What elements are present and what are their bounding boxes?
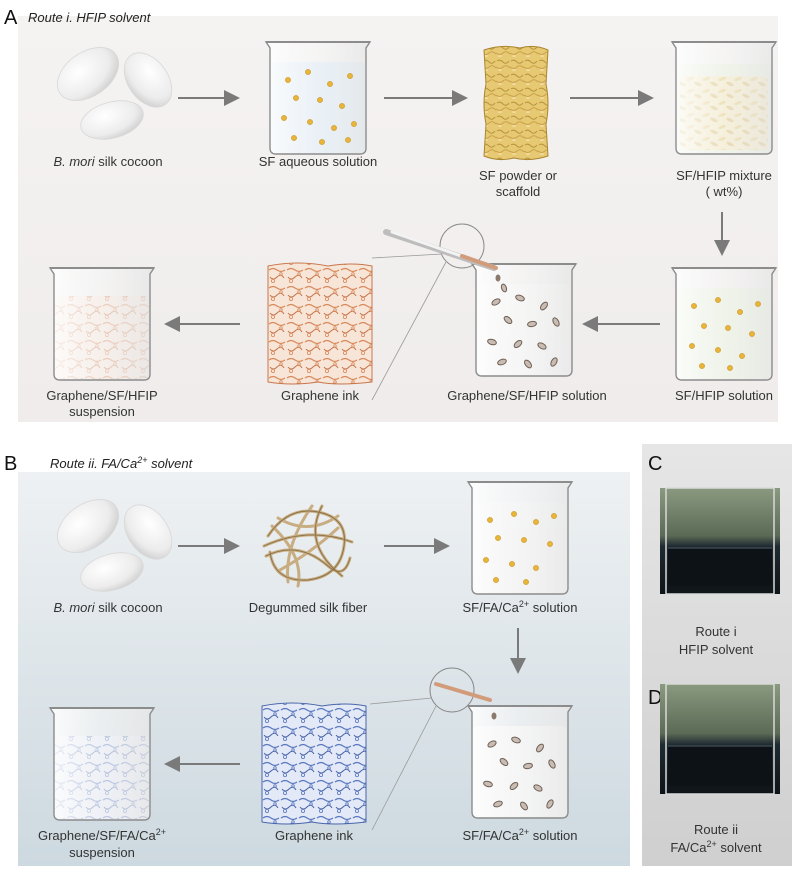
graphene-sf-hfip-solution-label: Graphene/SF/HFIP solution <box>447 388 606 403</box>
panel-a-letter: A <box>4 7 18 29</box>
photo-d-line1: Route ii <box>694 822 738 837</box>
degummed-silk-fiber-icon <box>262 504 354 588</box>
sf-fa-ca-label: SF/FA/Ca2+ solution <box>462 599 577 615</box>
sf-powder-label-line2: scaffold <box>496 184 541 199</box>
graphene-ink-a-label: Graphene ink <box>281 388 360 403</box>
graphene-ink-blue-icon <box>261 702 367 825</box>
photo-c-line1: Route i <box>695 624 736 639</box>
panel-c-letter: C <box>648 453 662 475</box>
graphene-ink-orange-icon <box>267 262 373 385</box>
degummed-fiber-label: Degummed silk fiber <box>249 600 368 615</box>
sf-hfip-mixture-label-line1: SF/HFIP mixture <box>676 168 772 183</box>
panel-b-title: Route ii. FA/Ca2+ solvent <box>50 455 194 471</box>
graphene-ink-b-label: Graphene ink <box>275 828 354 843</box>
beaker-graphene-sf-fa-ca-icon <box>467 705 573 819</box>
beaker-graphene-suspension-a-icon <box>49 267 155 381</box>
suspension-b-label-line1: Graphene/SF/FA/Ca2+ <box>38 827 166 843</box>
beaker-sf-hfip-solution-icon <box>671 267 777 381</box>
photo-c-line2: HFIP solvent <box>679 642 754 657</box>
cocoon-label: B. mori silk cocoon <box>53 154 162 169</box>
sf-fa-ca-graphene-label: SF/FA/Ca2+ solution <box>462 827 577 843</box>
panel-a: A Route i. HFIP solvent B. mori silk coc… <box>4 7 778 422</box>
pipette-b-icon <box>369 667 497 831</box>
beaker-graphene-sf-hfip-icon <box>471 263 577 377</box>
sf-hfip-solution-label: SF/HFIP solution <box>675 388 773 403</box>
panel-cd: C Route i HFIP solvent D Route ii FA/Ca2… <box>642 444 792 866</box>
sf-aqueous-label: SF aqueous solution <box>259 154 378 169</box>
beaker-sf-aqueous-icon <box>265 41 371 155</box>
sf-hfip-mixture-label-line2: ( wt%) <box>706 184 743 199</box>
suspension-a-label-line1: Graphene/SF/HFIP <box>46 388 157 403</box>
cocoon-b-label: B. mori silk cocoon <box>53 600 162 615</box>
sf-scaffold-icon <box>483 45 549 161</box>
panel-d-letter: D <box>648 687 662 709</box>
suspension-b-label-line2: suspension <box>69 845 135 860</box>
panel-a-title: Route i. HFIP solvent <box>28 10 152 25</box>
sf-powder-label-line1: SF powder or <box>479 168 558 183</box>
beaker-sf-hfip-mixture-icon <box>671 41 777 155</box>
beaker-sf-fa-ca-icon <box>467 481 573 595</box>
photo-d-line2: FA/Ca2+ solvent <box>670 839 762 855</box>
photo-route-ii <box>660 683 780 795</box>
pipette-icon <box>371 223 501 401</box>
photo-route-i <box>660 487 780 595</box>
panel-b-letter: B <box>4 453 17 475</box>
beaker-graphene-suspension-b-icon <box>49 707 155 821</box>
panel-b: B Route ii. FA/Ca2+ solvent B. mori silk… <box>4 453 630 866</box>
suspension-a-label-line2: suspension <box>69 404 135 419</box>
